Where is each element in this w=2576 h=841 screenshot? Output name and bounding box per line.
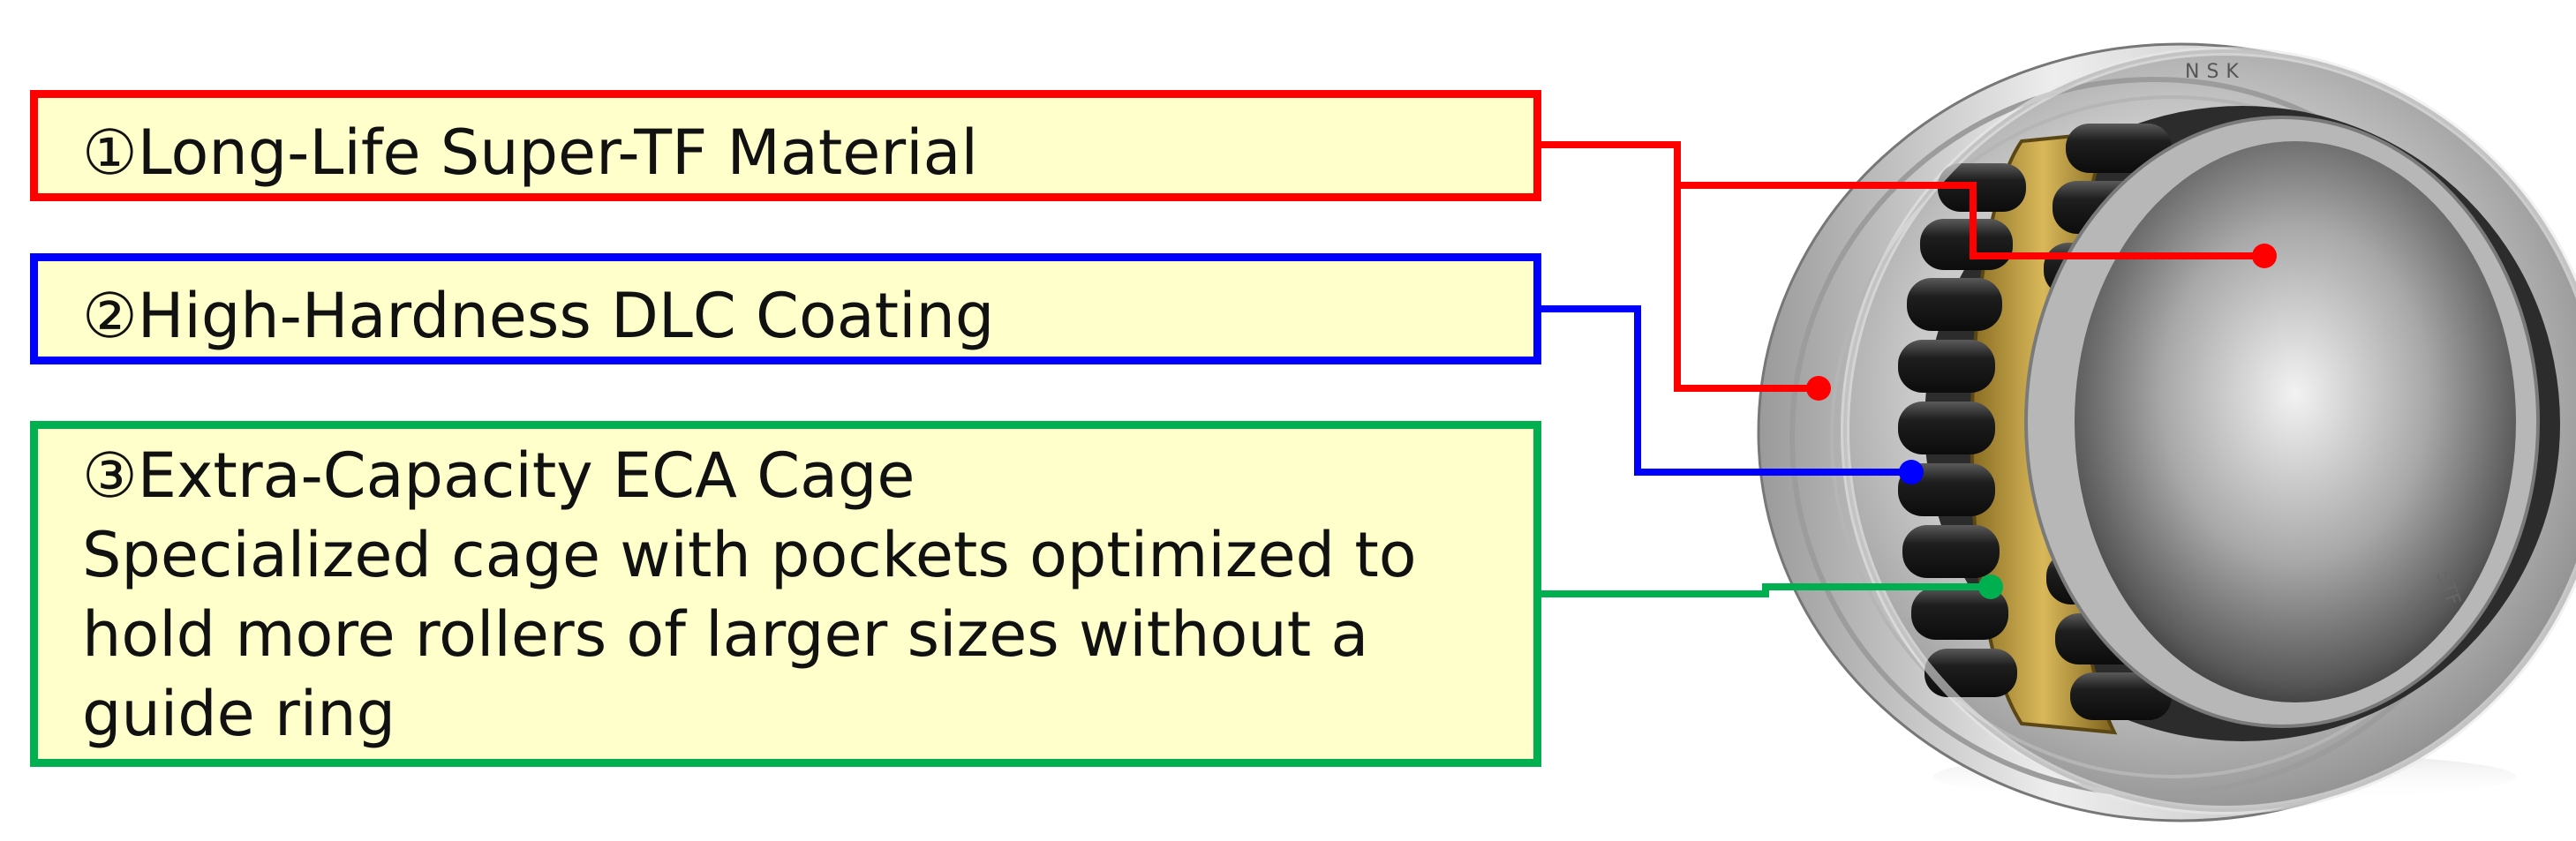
material-label: ①Long-Life Super-TF Material xyxy=(82,116,978,189)
cage-callout-dot xyxy=(1978,574,2003,599)
coating-callout-line xyxy=(1541,305,1911,476)
cage-callout-box: ③Extra-Capacity ECA Cage Specialized cag… xyxy=(30,421,1541,767)
inner-bore xyxy=(2075,141,2516,702)
roller xyxy=(2070,672,2172,720)
roller xyxy=(1902,525,2000,578)
material-callout-line xyxy=(1541,141,1819,392)
ring-mark-top: NSK xyxy=(2185,61,2246,83)
cage-callout-line xyxy=(1541,583,1991,597)
outer-ring-rim xyxy=(1841,47,2576,815)
cage-text: ③Extra-Capacity ECA Cage Specialized cag… xyxy=(82,436,1417,754)
material-callout-dot xyxy=(2252,244,2277,268)
material-callout-box: ①Long-Life Super-TF Material xyxy=(30,90,1541,201)
coating-label: ②High-Hardness DLC Coating xyxy=(82,280,995,352)
roller xyxy=(2066,124,2172,173)
material-callout-line xyxy=(1677,182,2264,259)
roller xyxy=(1920,219,2013,270)
cage-description-line: hold more rollers of larger sizes withou… xyxy=(82,598,1369,671)
roller xyxy=(1924,649,2017,697)
cage-description-line: guide ring xyxy=(82,678,396,750)
roller xyxy=(1907,278,2002,331)
roller xyxy=(1898,402,1995,454)
cage-title: ③Extra-Capacity ECA Cage xyxy=(82,439,915,512)
coating-callout-box: ②High-Hardness DLC Coating xyxy=(30,253,1541,364)
coating-callout-dot xyxy=(1899,460,1924,484)
cage-description-line: Specialized cage with pockets optimized … xyxy=(82,519,1417,591)
roller xyxy=(1911,587,2008,640)
roller xyxy=(1898,340,1995,393)
roller xyxy=(1938,163,2026,212)
material-callout-dot xyxy=(1806,376,1831,401)
